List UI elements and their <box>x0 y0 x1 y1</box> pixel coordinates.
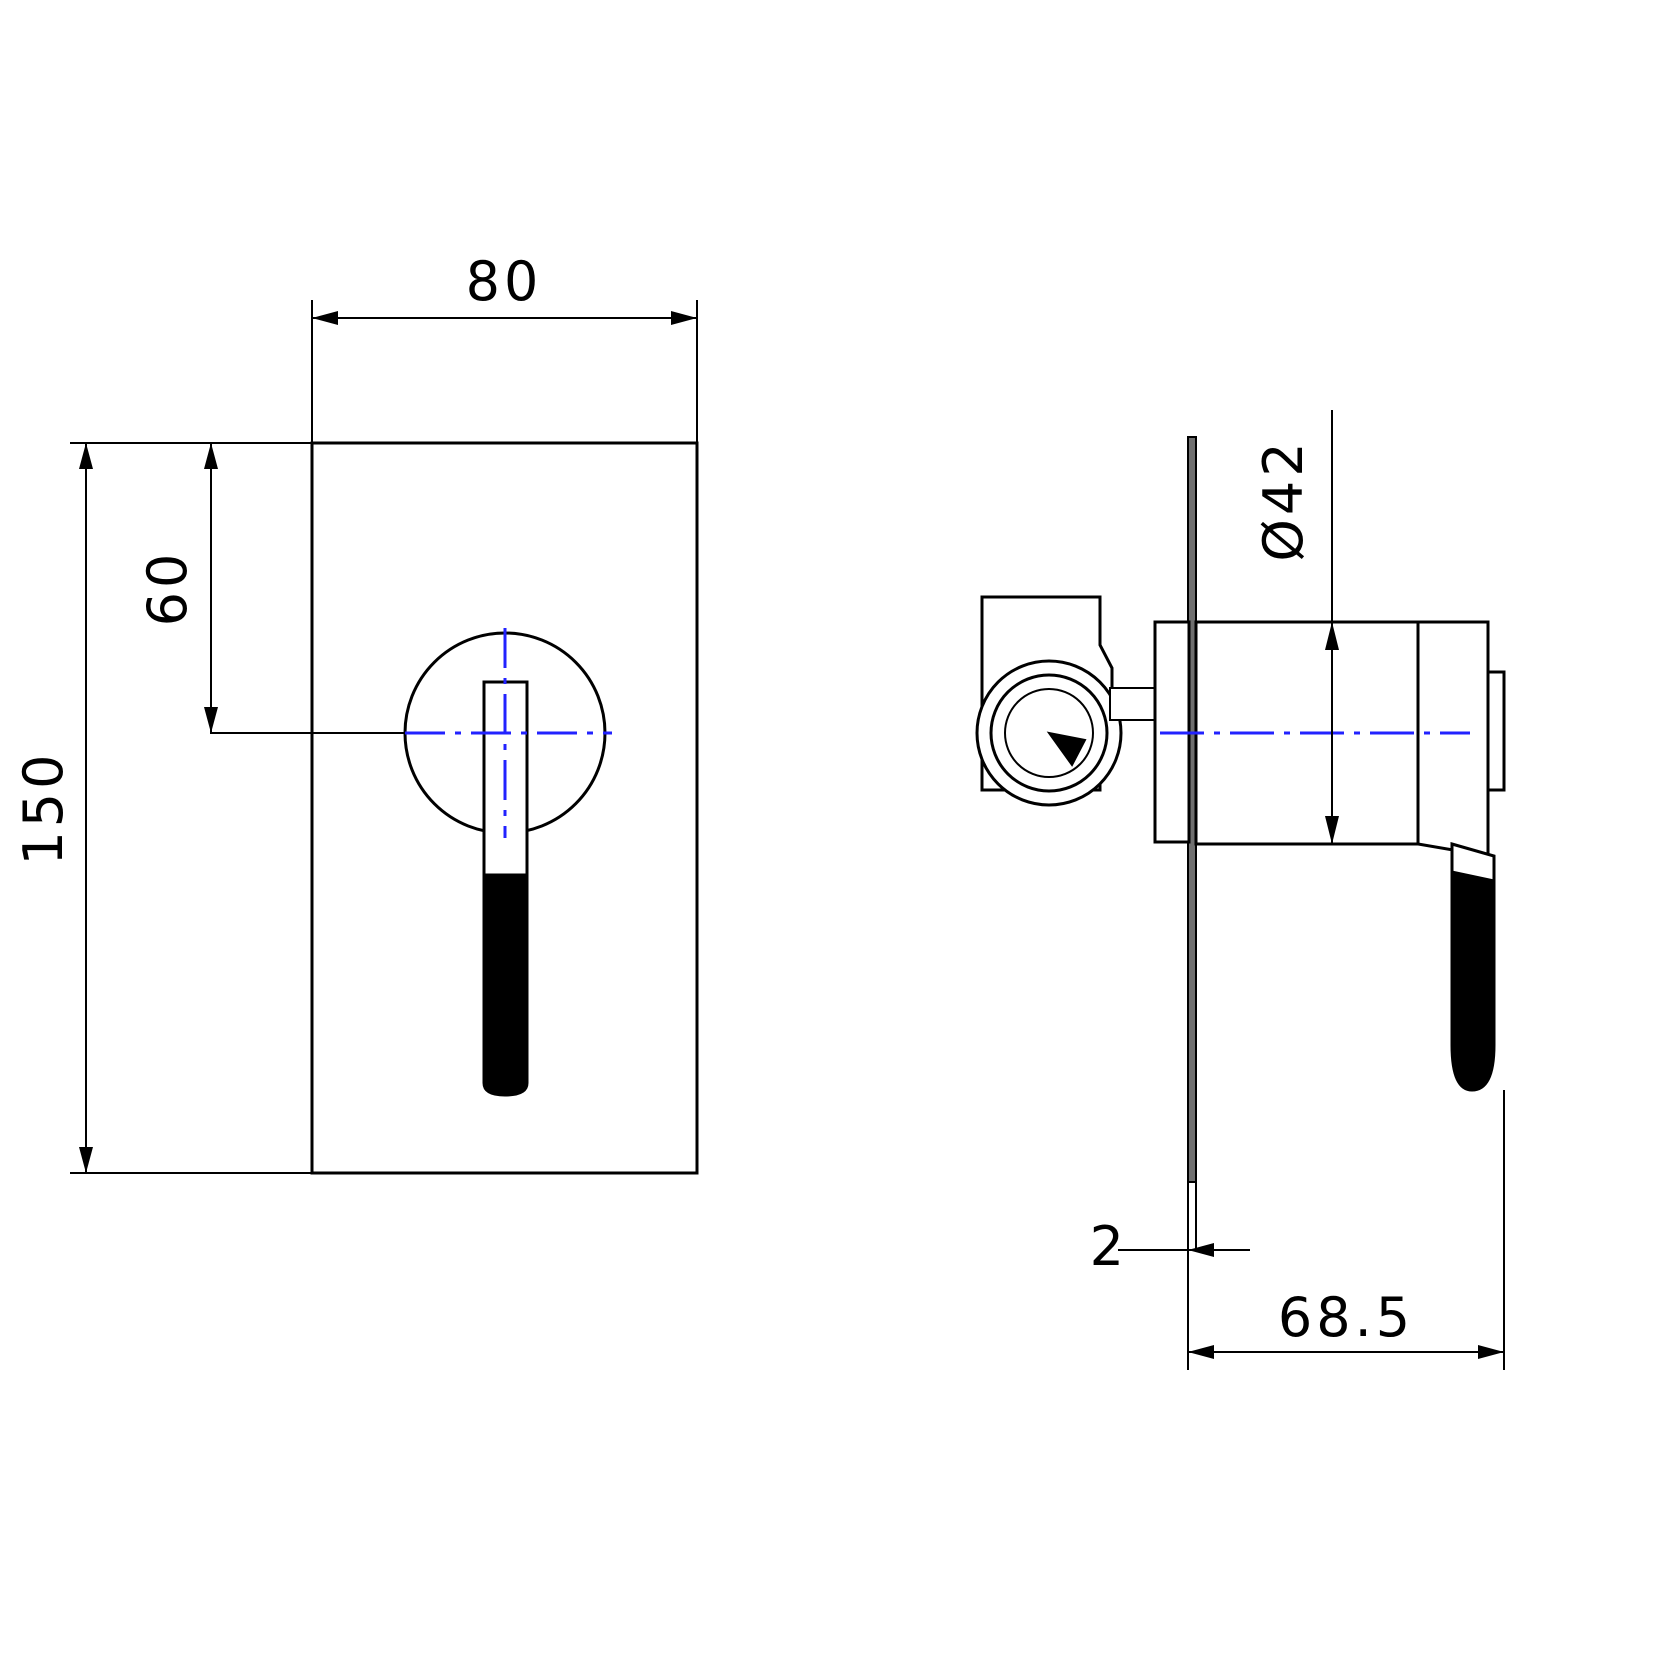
side-lever-dark <box>1453 870 1493 1090</box>
dim-label-60: 60 <box>136 550 199 627</box>
dim-label-height: 150 <box>12 750 75 865</box>
arrow-width-left <box>312 311 338 325</box>
side-cap <box>1416 620 1490 858</box>
arrow-width-right <box>671 311 697 325</box>
side-cap-end <box>1486 670 1506 792</box>
arrow-60-top <box>204 443 218 469</box>
front-view: 80 150 60 <box>12 250 699 1175</box>
arrow-height-top <box>79 443 93 469</box>
arrow-projection-left <box>1188 1345 1214 1359</box>
arrow-diameter-top <box>1325 622 1339 650</box>
lever-lower-dark <box>482 873 529 1097</box>
arrow-projection-right <box>1478 1345 1504 1359</box>
arrow-height-bottom <box>79 1147 93 1173</box>
dim-label-projection: 68.5 <box>1278 1286 1414 1349</box>
arrow-60-bottom <box>204 707 218 733</box>
dim-label-diameter: Ø42 <box>1252 438 1315 561</box>
dim-label-width: 80 <box>466 250 543 313</box>
arrow-diameter-bottom <box>1325 816 1339 844</box>
dim-label-thickness: 2 <box>1090 1215 1128 1278</box>
side-view: Ø42 2 68.5 <box>975 410 1506 1370</box>
front-plate-outline <box>310 441 699 1175</box>
side-outlet-nib <box>1046 731 1087 767</box>
arrow-thickness <box>1188 1243 1214 1257</box>
